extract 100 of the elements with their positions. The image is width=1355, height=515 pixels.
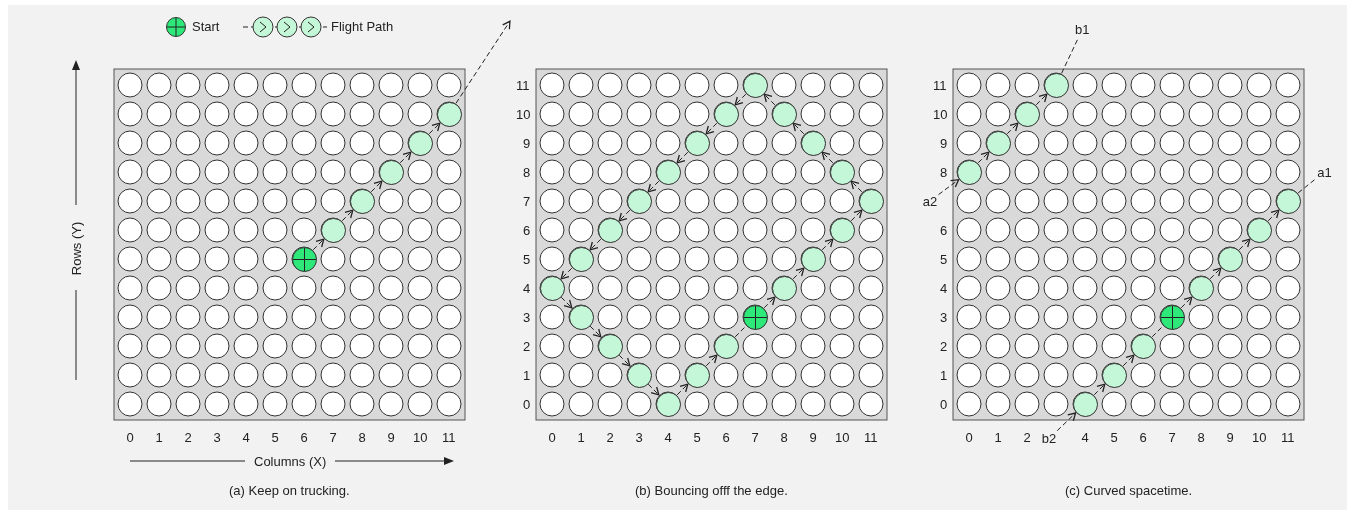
- row-number: 0: [523, 396, 531, 412]
- row-number: 2: [940, 338, 948, 354]
- flight-path-line: [1006, 122, 1019, 135]
- column-number: 11: [1281, 429, 1295, 445]
- flight-path-line: [560, 267, 573, 280]
- column-number: 5: [271, 429, 279, 445]
- flight-path-line: [370, 180, 383, 193]
- flight-path-line: [589, 238, 602, 251]
- flight-path-line: [734, 93, 747, 106]
- column-number: 6: [722, 429, 730, 445]
- flight-path-line: [1209, 267, 1222, 280]
- column-number: 8: [358, 429, 366, 445]
- flight-path-line: [676, 151, 689, 164]
- row-number: 10: [516, 106, 531, 122]
- flight-path-line: [618, 209, 631, 222]
- flight-path-line: [1267, 209, 1280, 222]
- flight-path-line: [1151, 325, 1164, 338]
- flight-path-line: [647, 180, 660, 193]
- column-number: 10: [835, 429, 850, 445]
- column-number: 11: [442, 429, 456, 445]
- column-number: 2: [606, 429, 614, 445]
- row-number: 5: [940, 251, 948, 267]
- row-number: 11: [933, 77, 947, 93]
- flight-path-line: [850, 209, 863, 222]
- column-number: 1: [994, 429, 1002, 445]
- flight-path-line: [1093, 383, 1106, 396]
- column-number: 1: [155, 429, 163, 445]
- flight-path-line: [734, 325, 747, 338]
- row-number: 7: [523, 193, 531, 209]
- row-number: 2: [523, 338, 531, 354]
- flight-path-line: [792, 122, 805, 135]
- caption: (a) Keep on trucking.: [229, 482, 350, 498]
- row-number: 9: [940, 135, 948, 151]
- column-number: 5: [1110, 429, 1118, 445]
- column-number: 2: [184, 429, 192, 445]
- column-number: 3: [213, 429, 221, 445]
- row-number: 6: [523, 222, 531, 238]
- column-number: 8: [780, 429, 788, 445]
- caption: (b) Bouncing offf the edge.: [635, 482, 788, 498]
- flight-path-line: [705, 122, 718, 135]
- column-number: 0: [126, 429, 134, 445]
- row-number: 11: [516, 77, 530, 93]
- row-number: 4: [940, 280, 948, 296]
- column-number: 2: [1023, 429, 1031, 445]
- column-number: 9: [809, 429, 817, 445]
- path-end-label: a1: [1317, 164, 1332, 180]
- flight-path-line: [618, 354, 631, 367]
- flight-path-line: [1061, 38, 1079, 74]
- row-number: 1: [940, 367, 948, 383]
- flight-path-line: [1180, 296, 1193, 309]
- column-number: 3: [635, 429, 643, 445]
- axis-title: Rows (Y): [68, 221, 84, 275]
- flight-path-line: [589, 325, 602, 338]
- axis-title: Columns (X): [254, 453, 327, 469]
- flight-path-line: [647, 383, 660, 396]
- flight-path-line: [560, 296, 573, 309]
- flight-path-line: [821, 151, 834, 164]
- flight-path-line: [792, 267, 805, 280]
- flight-path-line: [821, 238, 834, 251]
- flight-path-line: [850, 180, 863, 193]
- flight-path-line: [977, 151, 990, 164]
- row-number: 9: [523, 135, 531, 151]
- flight-path-line: [1035, 93, 1048, 106]
- flight-path-line: [399, 151, 412, 164]
- flight-path-line: [1056, 412, 1077, 432]
- column-number: 7: [751, 429, 759, 445]
- column-number: 0: [548, 429, 556, 445]
- path-end-label: b1: [1075, 22, 1090, 38]
- flight-path-line: [676, 383, 689, 396]
- row-number: 3: [523, 309, 531, 325]
- row-number: 0: [940, 396, 948, 412]
- row-number: 8: [523, 164, 531, 180]
- flight-path-line: [763, 296, 776, 309]
- column-number: 9: [387, 429, 395, 445]
- flight-path-line: [705, 354, 718, 367]
- column-number: 5: [693, 429, 701, 445]
- flight-path-line: [763, 93, 776, 106]
- column-number: 4: [664, 429, 672, 445]
- column-number: 7: [1168, 429, 1176, 445]
- column-number: 0: [965, 429, 973, 445]
- column-number: 9: [1226, 429, 1234, 445]
- flight-path-line: [428, 122, 441, 135]
- flight-path-line: [1238, 238, 1251, 251]
- row-number: 8: [940, 164, 948, 180]
- row-number: 1: [523, 367, 531, 383]
- path-end-label: b2: [1041, 431, 1057, 447]
- row-number: 4: [523, 280, 531, 296]
- column-number: 1: [577, 429, 585, 445]
- row-number: 6: [940, 222, 948, 238]
- flight-path-line: [455, 20, 511, 104]
- path-end-label: a2: [922, 193, 938, 209]
- column-number: 6: [1139, 429, 1147, 445]
- column-number: 7: [329, 429, 337, 445]
- column-number: 4: [242, 429, 250, 445]
- column-number: 10: [1252, 429, 1267, 445]
- legend-label: Start: [192, 19, 220, 34]
- flight-path-line: [312, 238, 325, 251]
- row-number: 5: [523, 251, 531, 267]
- column-number: 8: [1197, 429, 1205, 445]
- row-number: 10: [933, 106, 948, 122]
